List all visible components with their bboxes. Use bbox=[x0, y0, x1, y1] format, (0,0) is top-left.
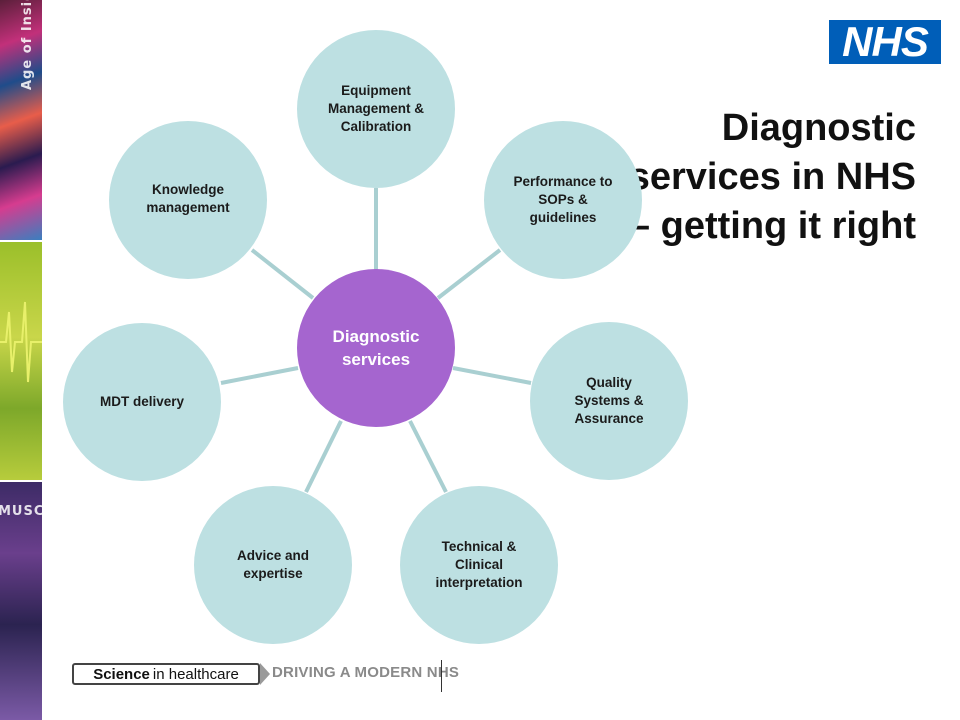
connector-mdt bbox=[220, 366, 299, 385]
node-label-mdt: MDT delivery bbox=[80, 388, 204, 416]
connector-technical bbox=[408, 420, 448, 493]
node-equipment bbox=[297, 30, 455, 188]
node-mdt bbox=[63, 323, 221, 481]
decorative-image-strip-middle bbox=[0, 242, 42, 480]
strip-bottom-text: MUSCLE bbox=[0, 504, 42, 519]
node-label-quality: Quality Systems & Assurance bbox=[557, 365, 661, 437]
slide-title: Diagnostic services in NHS – getting it … bbox=[628, 107, 916, 247]
badge-bold-text: Science bbox=[93, 665, 150, 683]
node-technical bbox=[400, 486, 558, 644]
footer-arrow-icon bbox=[260, 663, 270, 685]
node-label-knowledge: Knowledge management bbox=[134, 176, 242, 222]
connector-quality bbox=[452, 366, 532, 385]
node-label-performance: Performance to SOPs & guidelines bbox=[508, 170, 618, 230]
node-text-advice: Advice and expertise bbox=[236, 548, 310, 581]
node-text-technical: Technical & Clinical interpretation bbox=[435, 539, 523, 590]
center-node-text: Diagnostic services bbox=[332, 327, 420, 369]
decorative-image-strip-top: Age of Insight bbox=[0, 0, 42, 240]
center-node bbox=[297, 269, 455, 427]
footer-slogan: DRIVING A MODERN NHS bbox=[272, 664, 460, 681]
node-text-equipment: Equipment Management & Calibration bbox=[327, 83, 425, 134]
connector-knowledge bbox=[250, 248, 315, 300]
footer-divider bbox=[441, 660, 442, 692]
node-quality bbox=[530, 322, 688, 480]
node-text-mdt: MDT delivery bbox=[99, 394, 185, 409]
node-text-quality: Quality Systems & Assurance bbox=[574, 375, 644, 426]
nhs-logo: NHS bbox=[829, 20, 941, 64]
node-label-equipment: Equipment Management & Calibration bbox=[320, 70, 432, 148]
badge-rest-text: in healthcare bbox=[152, 665, 239, 683]
node-text-knowledge: Knowledge management bbox=[146, 182, 230, 215]
node-text-performance: Performance to SOPs & guidelines bbox=[513, 174, 613, 225]
science-in-healthcare-logo: Science in healthcare bbox=[72, 663, 260, 685]
connector-performance bbox=[436, 248, 502, 300]
connector-advice bbox=[304, 420, 343, 493]
node-performance bbox=[484, 121, 642, 279]
outer-nodes bbox=[63, 30, 688, 644]
ecg-trace-icon bbox=[0, 301, 42, 383]
node-label-technical: Technical & Clinical interpretation bbox=[421, 530, 537, 600]
node-advice bbox=[194, 486, 352, 644]
node-knowledge bbox=[109, 121, 267, 279]
center-node-label: Diagnostic services bbox=[306, 318, 446, 378]
connectors bbox=[220, 188, 532, 493]
decorative-image-strip-bottom: MUSCLE bbox=[0, 482, 42, 720]
node-label-advice: Advice and expertise bbox=[220, 540, 326, 590]
